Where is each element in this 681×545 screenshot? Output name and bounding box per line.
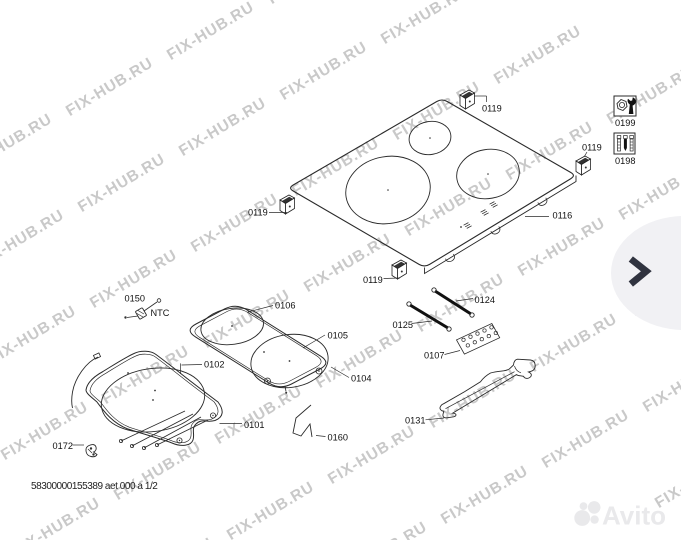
svg-text:0107: 0107 [424, 351, 444, 361]
svg-text:0101: 0101 [244, 420, 264, 430]
svg-text:0119: 0119 [482, 104, 502, 114]
svg-text:0198: 0198 [615, 156, 635, 166]
svg-text:0106: 0106 [275, 301, 295, 311]
svg-text:0131: 0131 [405, 416, 425, 426]
svg-text:0116: 0116 [553, 211, 573, 221]
svg-text:0160: 0160 [328, 433, 348, 443]
svg-text:0199: 0199 [615, 118, 635, 128]
svg-text:0119: 0119 [582, 143, 602, 153]
svg-text:0104: 0104 [351, 374, 371, 384]
svg-text:0125: 0125 [393, 320, 413, 330]
svg-text:0105: 0105 [328, 331, 348, 341]
svg-text:0119: 0119 [248, 208, 268, 218]
svg-text:Avito: Avito [602, 501, 666, 531]
svg-text:NTC: NTC [151, 308, 170, 318]
svg-text:0102: 0102 [204, 360, 224, 370]
svg-text:0150: 0150 [125, 294, 145, 304]
svg-text:0119: 0119 [363, 275, 383, 285]
svg-text:58300000155389 aet 000 a 1/2: 58300000155389 aet 000 a 1/2 [31, 481, 158, 492]
svg-text:0124: 0124 [475, 295, 495, 305]
svg-text:0172: 0172 [53, 441, 73, 451]
